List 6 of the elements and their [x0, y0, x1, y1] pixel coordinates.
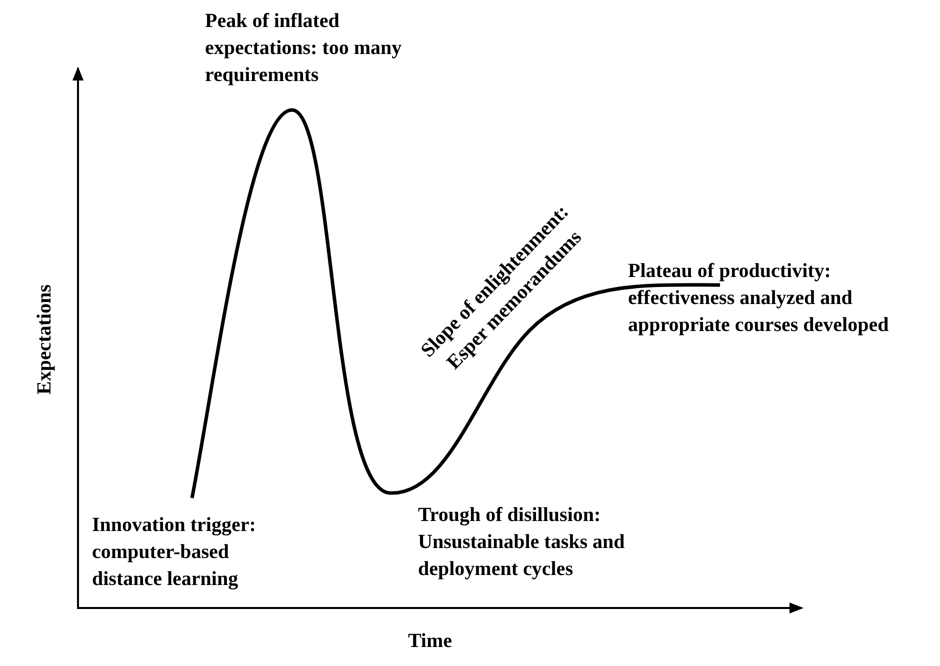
- axis-title: Time: [406, 629, 454, 654]
- axis-title: Expectations: [32, 284, 56, 396]
- phase-label: Trough of disillusion: Unsustainable tasks and deployment cycles: [418, 503, 626, 582]
- phase-label: Plateau of productivity: effectiveness analyzed and appropriate courses developed: [628, 259, 890, 338]
- phase-label: Innovation trigger: computer-based distance learning: [92, 513, 257, 592]
- phase-label: Peak of inflated expectations: too many requirements: [205, 9, 403, 88]
